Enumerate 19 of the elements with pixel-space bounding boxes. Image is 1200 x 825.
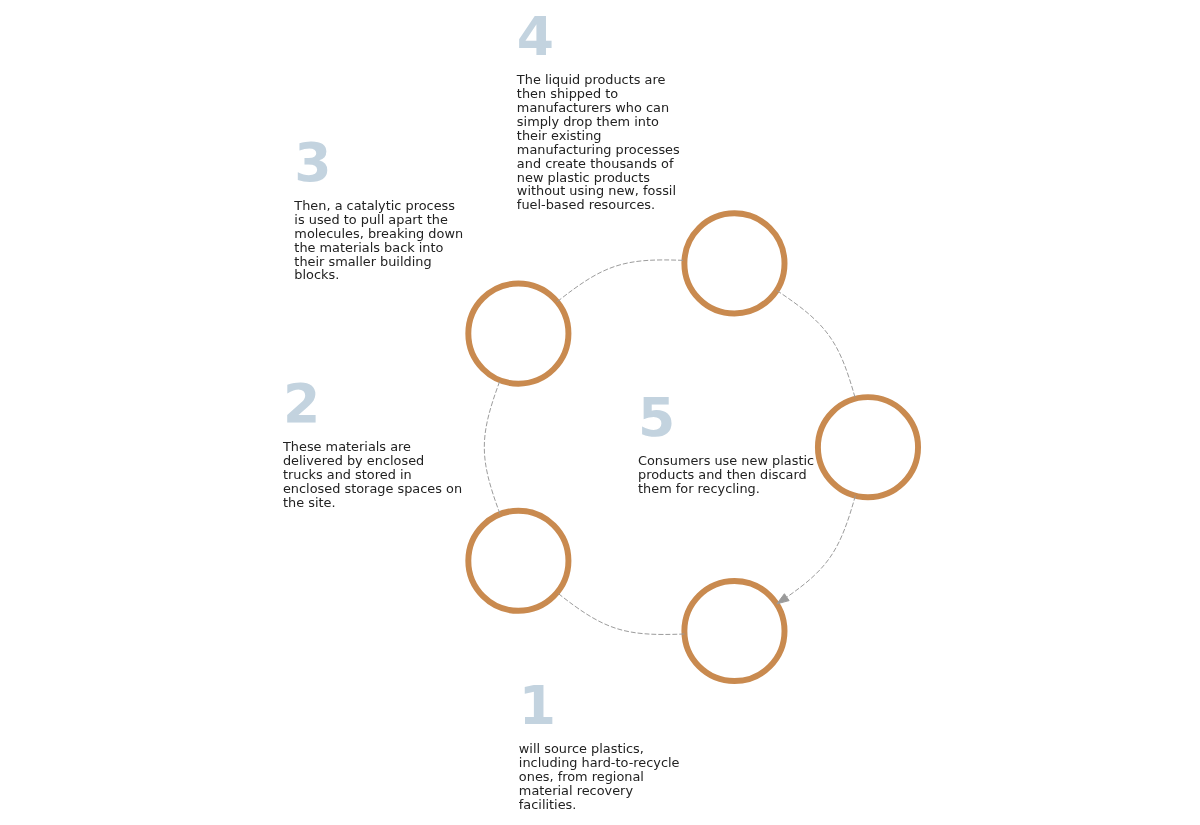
node-label: 5 (638, 386, 676, 450)
connector (556, 259, 685, 303)
node-circle (681, 210, 788, 317)
node-label: Consumers use new plastic products and then discard them for recycling. (638, 453, 815, 497)
connector (776, 289, 856, 399)
node-circle (465, 280, 572, 387)
node-circle (465, 507, 572, 614)
node-label: 3 (294, 131, 332, 195)
node-label: 1 (518, 674, 557, 738)
connector (556, 592, 685, 635)
node-label: 4 (516, 5, 555, 69)
node-circle (814, 394, 921, 501)
arrow (776, 495, 856, 605)
connector (483, 380, 501, 515)
node-label: 2 (282, 372, 321, 436)
node-label: These materials are delivered by enclosed trucks and stored in enclosed storage spaces on the site. (282, 439, 463, 510)
node-label: The liquid products are then shipped to manufacturers who can simply drop them into their existing manufacturing processes and create thousands of new plastic products without using new, fossil fuel-based resources. (516, 72, 680, 213)
node-label: will source plastics, including hard-to-recycle ones, from regional material recovery facilities. (518, 741, 680, 812)
node-label: Then, a catalytic process is used to pull apart the molecules, breaking down the materials back into their smaller building blocks. (294, 198, 464, 283)
